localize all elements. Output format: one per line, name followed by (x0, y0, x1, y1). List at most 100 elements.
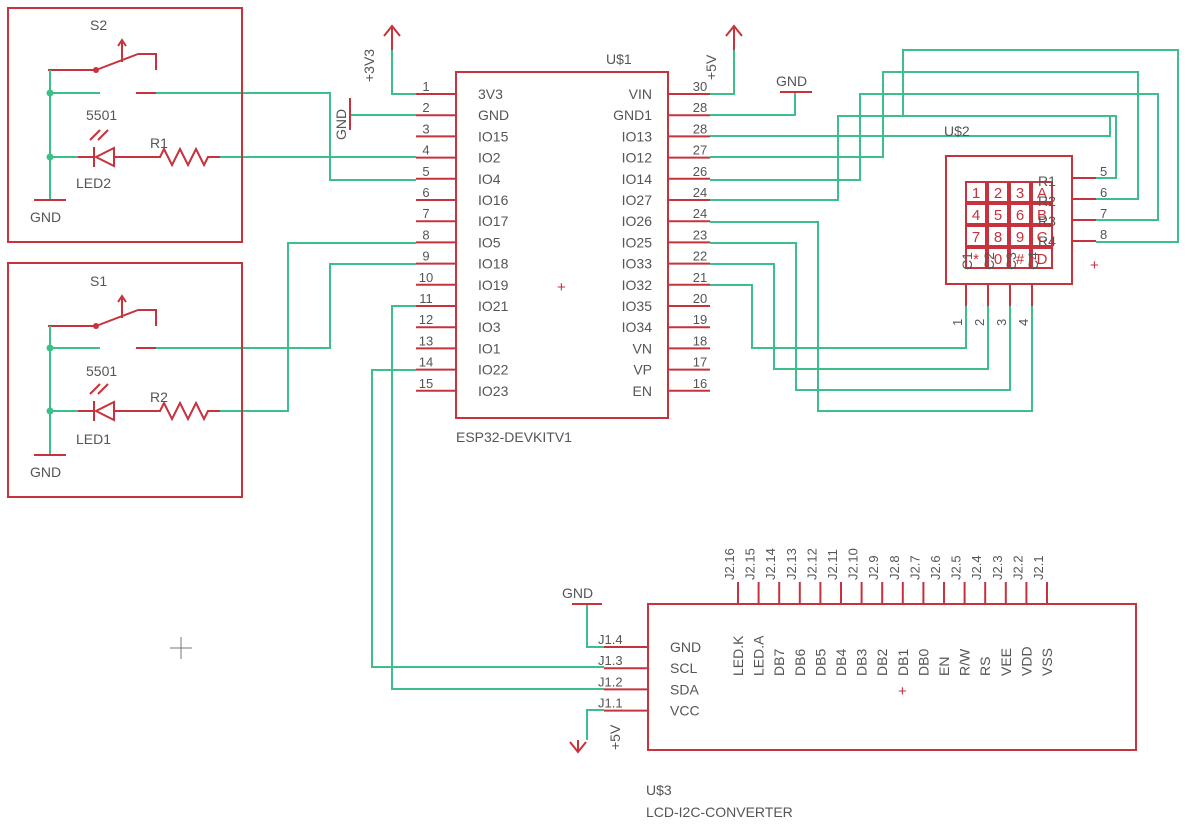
keypad-key: B (1037, 207, 1047, 224)
esp32-left-pin-num: 13 (419, 333, 433, 348)
switch-block-top-frame (7, 7, 243, 243)
keypad-ref: U$2 (944, 123, 970, 139)
lcd-origin-mark: + (898, 683, 907, 700)
keypad-col-label: C2 (981, 252, 997, 270)
wire-io13-kp5 (710, 115, 1117, 179)
esp32-right-pin-num: 22 (693, 249, 707, 264)
keypad-key: A (1037, 185, 1047, 202)
esp32-right-pin-label: IO13 (622, 128, 653, 144)
lcd-left-pin-label: SCL (670, 660, 697, 676)
led-model-bottom: 5501 (86, 363, 117, 379)
esp32-left-pin-num: 11 (419, 291, 433, 306)
esp32-left-pin-label: IO22 (478, 362, 509, 378)
esp32-ref: U$1 (606, 51, 632, 67)
power-3v3-label: +3V3 (361, 49, 377, 82)
esp32-left-pin-label: IO5 (478, 234, 501, 250)
power-5v-lcd-label: +5V (607, 724, 623, 750)
esp32-left-pin-label: IO23 (478, 383, 509, 399)
keypad-key: 0 (994, 251, 1002, 268)
lcd-top-pin-label: RS (977, 657, 993, 676)
esp32-left-pin-label: 3V3 (478, 86, 503, 102)
esp32-right-pin-label: IO14 (622, 171, 653, 187)
power-gnd-esp: GND (333, 98, 351, 140)
esp32-left-pin-num: 4 (422, 143, 429, 158)
keypad-key-box (1009, 247, 1031, 269)
keypad-right-pin-num: 6 (1100, 185, 1107, 200)
esp32-left-pin-num: 2 (422, 100, 429, 115)
keypad-col-label: C3 (1003, 252, 1019, 270)
esp32-body (455, 71, 669, 419)
keypad-col-label: C1 (959, 252, 975, 270)
keypad-key-box (1009, 181, 1031, 203)
keypad-key-box (987, 225, 1009, 247)
keypad-bottom-pin-num: 3 (994, 319, 1009, 326)
esp32-right-pin-num: 28 (693, 121, 707, 136)
wire-io21-sda (391, 305, 604, 690)
wire-io26-kp4 (710, 221, 1033, 412)
esp32-right-pin-label: IO33 (622, 256, 653, 272)
lcd-top-pin-num: J2.2 (1010, 555, 1025, 580)
wire-3v3 (391, 40, 416, 95)
esp32-right-pin-num: 19 (693, 312, 707, 327)
esp32-right-pin-num: 21 (693, 270, 707, 285)
esp32-left-pin-label: IO3 (478, 319, 501, 335)
keypad-row-label: R3 (1038, 213, 1056, 229)
lcd-top-pin-num: J2.8 (887, 555, 902, 580)
lcd-top-pin-label: VSS (1039, 648, 1055, 676)
lcd-top-pin-label: DB0 (915, 649, 931, 676)
esp32-left-pin-num: 12 (419, 312, 433, 327)
esp32-origin-mark: + (557, 279, 566, 296)
keypad-key: * (973, 251, 979, 268)
power-gnd1: GND (776, 73, 812, 93)
r2-label: R2 (150, 389, 168, 405)
esp32-left-pin-num: 3 (422, 121, 429, 136)
keypad-key-box (965, 203, 987, 225)
keypad-key-box (965, 181, 987, 203)
keypad-key: # (1016, 251, 1025, 268)
esp32-left-pin-num: 15 (419, 376, 433, 391)
keypad-bottom-pin-num: 1 (950, 319, 965, 326)
wire-gnd1 (710, 92, 796, 116)
switch-block-bottom: S1 5501 LED1 R2 GND (7, 262, 243, 498)
esp32-right-pin-label: IO35 (622, 298, 653, 314)
esp32-right-pin-label: IO12 (622, 150, 653, 166)
keypad-bottom-pin-num: 4 (1016, 319, 1031, 326)
keypad-key-box (1031, 247, 1053, 269)
esp32-left-pin-num: 9 (422, 249, 429, 264)
esp32-left-pin-label: IO16 (478, 192, 509, 208)
gnd-lcd-label: GND (562, 585, 593, 601)
wire-io32-kp1 (710, 284, 967, 349)
esp32-left-pin-label: IO18 (478, 256, 509, 272)
lcd-top-pin-label: DB6 (792, 649, 808, 676)
keypad-row-label: R2 (1038, 193, 1056, 209)
esp32-name: ESP32-DEVKITV1 (456, 429, 572, 445)
keypad-key: 9 (1016, 229, 1024, 246)
wire-s1-io18 (156, 263, 416, 349)
lcd-top-pins: J2.16LED.KJ2.15LED.AJ2.14DB7J2.13DB6J2.1… (722, 548, 1055, 676)
wire-io27-kp8 (710, 115, 1115, 201)
esp32-right-pin-num: 24 (693, 206, 707, 221)
led-model-top: 5501 (86, 107, 117, 123)
lcd-top-pin-label: R/W (957, 648, 973, 676)
keypad-right-pin-num: 7 (1100, 206, 1107, 221)
lcd-top-pin-label: VDD (1018, 646, 1034, 676)
lcd-top-pin-label: LED.K (730, 635, 746, 676)
keypad-key-box (1031, 225, 1053, 247)
esp32-left-pin-num: 10 (419, 270, 433, 285)
lcd-top-pin-label: DB3 (854, 649, 870, 676)
esp32-left-pin-num: 1 (422, 79, 429, 94)
esp32-right-pin-num: 18 (693, 333, 707, 348)
keypad-key-box (965, 247, 987, 269)
keypad-origin-mark: + (1090, 257, 1099, 274)
lcd-ref: U$3 (646, 782, 672, 798)
lcd-left-pin-label: GND (670, 639, 701, 655)
lcd-top-pin-num: J2.15 (743, 548, 758, 580)
lcd-top-pin-label: DB4 (833, 649, 849, 676)
